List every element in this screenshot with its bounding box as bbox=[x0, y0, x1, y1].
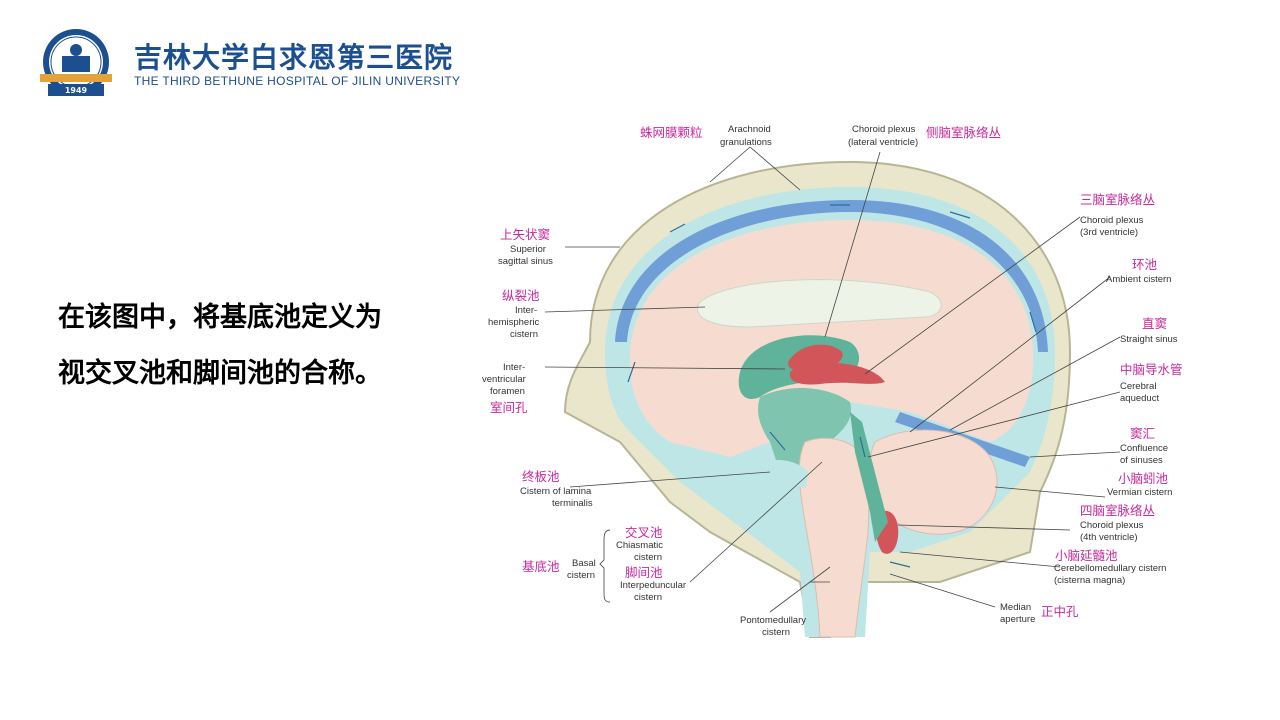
label-interv-cn: 室间孔 bbox=[490, 400, 528, 415]
label-interhem-en1: Inter- bbox=[515, 305, 537, 316]
label-vermian-cn: 小脑蚓池 bbox=[1118, 471, 1169, 486]
label-interhem-cn: 纵裂池 bbox=[502, 289, 540, 303]
label-aqueduct-en1: Cerebral bbox=[1120, 381, 1156, 392]
label-choroid-3rd-en2: (3rd ventricle) bbox=[1080, 227, 1138, 238]
label-pontomed-en2: cistern bbox=[762, 627, 790, 638]
definition-text: 在该图中，将基底池定义为 视交叉池和脚间池的合称。 bbox=[58, 290, 458, 402]
label-lamina-en1: Cistern of lamina bbox=[520, 486, 592, 497]
label-interv-en1: Inter- bbox=[503, 362, 525, 373]
label-interv-en2: ventricular bbox=[482, 374, 526, 385]
label-lamina-en2: terminalis bbox=[552, 498, 593, 509]
label-confluence-cn: 窦汇 bbox=[1130, 427, 1155, 441]
label-chiasm-cn: 交叉池 bbox=[625, 525, 663, 540]
label-median-en2: aperture bbox=[1000, 614, 1035, 625]
label-arachnoid-en1: Arachnoid bbox=[728, 124, 771, 135]
label-basal-cn: 基底池 bbox=[522, 559, 560, 574]
definition-line-2: 视交叉池和脚间池的合称。 bbox=[58, 358, 382, 389]
label-choroid-3rd-en1: Choroid plexus bbox=[1080, 215, 1144, 226]
label-aqueduct-cn: 中脑导水管 bbox=[1120, 362, 1183, 377]
label-interped-en1: Interpeduncular bbox=[620, 580, 686, 591]
label-choroid-lat-cn: 侧脑室脉络丛 bbox=[926, 125, 1001, 140]
label-sss-en2: sagittal sinus bbox=[498, 256, 553, 267]
label-interped-en2: cistern bbox=[634, 592, 662, 603]
label-ambient-en: Ambient cistern bbox=[1106, 274, 1171, 285]
label-chiasm-en2: cistern bbox=[634, 552, 662, 563]
label-choroid-4th-en1: Choroid plexus bbox=[1080, 520, 1144, 531]
corpus-callosum bbox=[697, 279, 942, 328]
label-arachnoid-cn: 蛛网膜颗粒 bbox=[640, 125, 703, 140]
label-choroid-lat-en2: (lateral ventricle) bbox=[848, 137, 918, 148]
label-basal-en1: Basal bbox=[572, 558, 596, 569]
label-aqueduct-en2: aqueduct bbox=[1120, 393, 1159, 404]
logo-year: 1949 bbox=[65, 86, 88, 95]
choroid-plexus-3rd bbox=[789, 362, 885, 385]
label-cerebellomed-en2: (cisterna magna) bbox=[1054, 575, 1125, 586]
brain-csf-diagram: 蛛网膜颗粒 Arachnoid granulations Choroid ple… bbox=[482, 124, 1183, 638]
label-cerebellomed-cn: 小脑延髓池 bbox=[1055, 549, 1118, 563]
label-chiasm-en1: Chiasmatic bbox=[616, 540, 663, 551]
label-choroid-lat-en1: Choroid plexus bbox=[852, 124, 916, 135]
label-pontomed-en1: Pontomedullary bbox=[740, 615, 806, 626]
label-straight-en: Straight sinus bbox=[1120, 334, 1178, 345]
label-ambient-cn: 环池 bbox=[1132, 258, 1158, 272]
label-choroid-4th-en2: (4th ventricle) bbox=[1080, 532, 1138, 543]
label-interv-en3: foramen bbox=[490, 386, 525, 397]
hospital-name-cn: 吉林大学白求恩第三医院 bbox=[134, 41, 454, 74]
label-median-en1: Median bbox=[1000, 602, 1031, 613]
hospital-header: 1949 吉林大学白求恩第三医院 THE THIRD BETHUNE HOSPI… bbox=[36, 28, 556, 102]
label-interhem-en3: cistern bbox=[510, 329, 538, 340]
basal-bracket bbox=[599, 529, 611, 603]
third-ventricle bbox=[758, 387, 851, 472]
chiasmatic-cistern bbox=[763, 460, 808, 488]
leader-lines bbox=[544, 146, 1121, 613]
label-basal-en2: cistern bbox=[567, 570, 595, 581]
label-arachnoid-en2: granulations bbox=[720, 137, 772, 148]
label-choroid-3rd-cn: 三脑室脉络丛 bbox=[1080, 192, 1155, 207]
label-sss-cn: 上矢状窦 bbox=[500, 228, 550, 242]
label-sss-en1: Superior bbox=[510, 244, 546, 255]
label-choroid-4th-cn: 四脑室脉络丛 bbox=[1080, 503, 1155, 518]
hospital-name-en: THE THIRD BETHUNE HOSPITAL OF JILIN UNIV… bbox=[134, 74, 461, 88]
label-interped-cn: 脚间池 bbox=[625, 565, 663, 580]
csf-flow-arrows bbox=[627, 204, 1037, 568]
fourth-ventricle bbox=[850, 412, 888, 542]
label-confluence-en1: Confluence bbox=[1120, 443, 1168, 454]
label-interhem-en2: hemispheric bbox=[488, 317, 539, 328]
label-confluence-en2: of sinuses bbox=[1120, 455, 1163, 466]
label-median-cn: 正中孔 bbox=[1041, 604, 1079, 619]
label-cerebellomed-en1: Cerebellomedullary cistern bbox=[1054, 563, 1166, 574]
label-straight-cn: 直窦 bbox=[1142, 317, 1167, 331]
label-vermian-en: Vermian cistern bbox=[1107, 487, 1172, 498]
label-lamina-cn: 终板池 bbox=[522, 469, 560, 484]
definition-line-1: 在该图中，将基底池定义为 bbox=[58, 302, 382, 333]
hospital-logo: 1949 bbox=[40, 29, 112, 96]
